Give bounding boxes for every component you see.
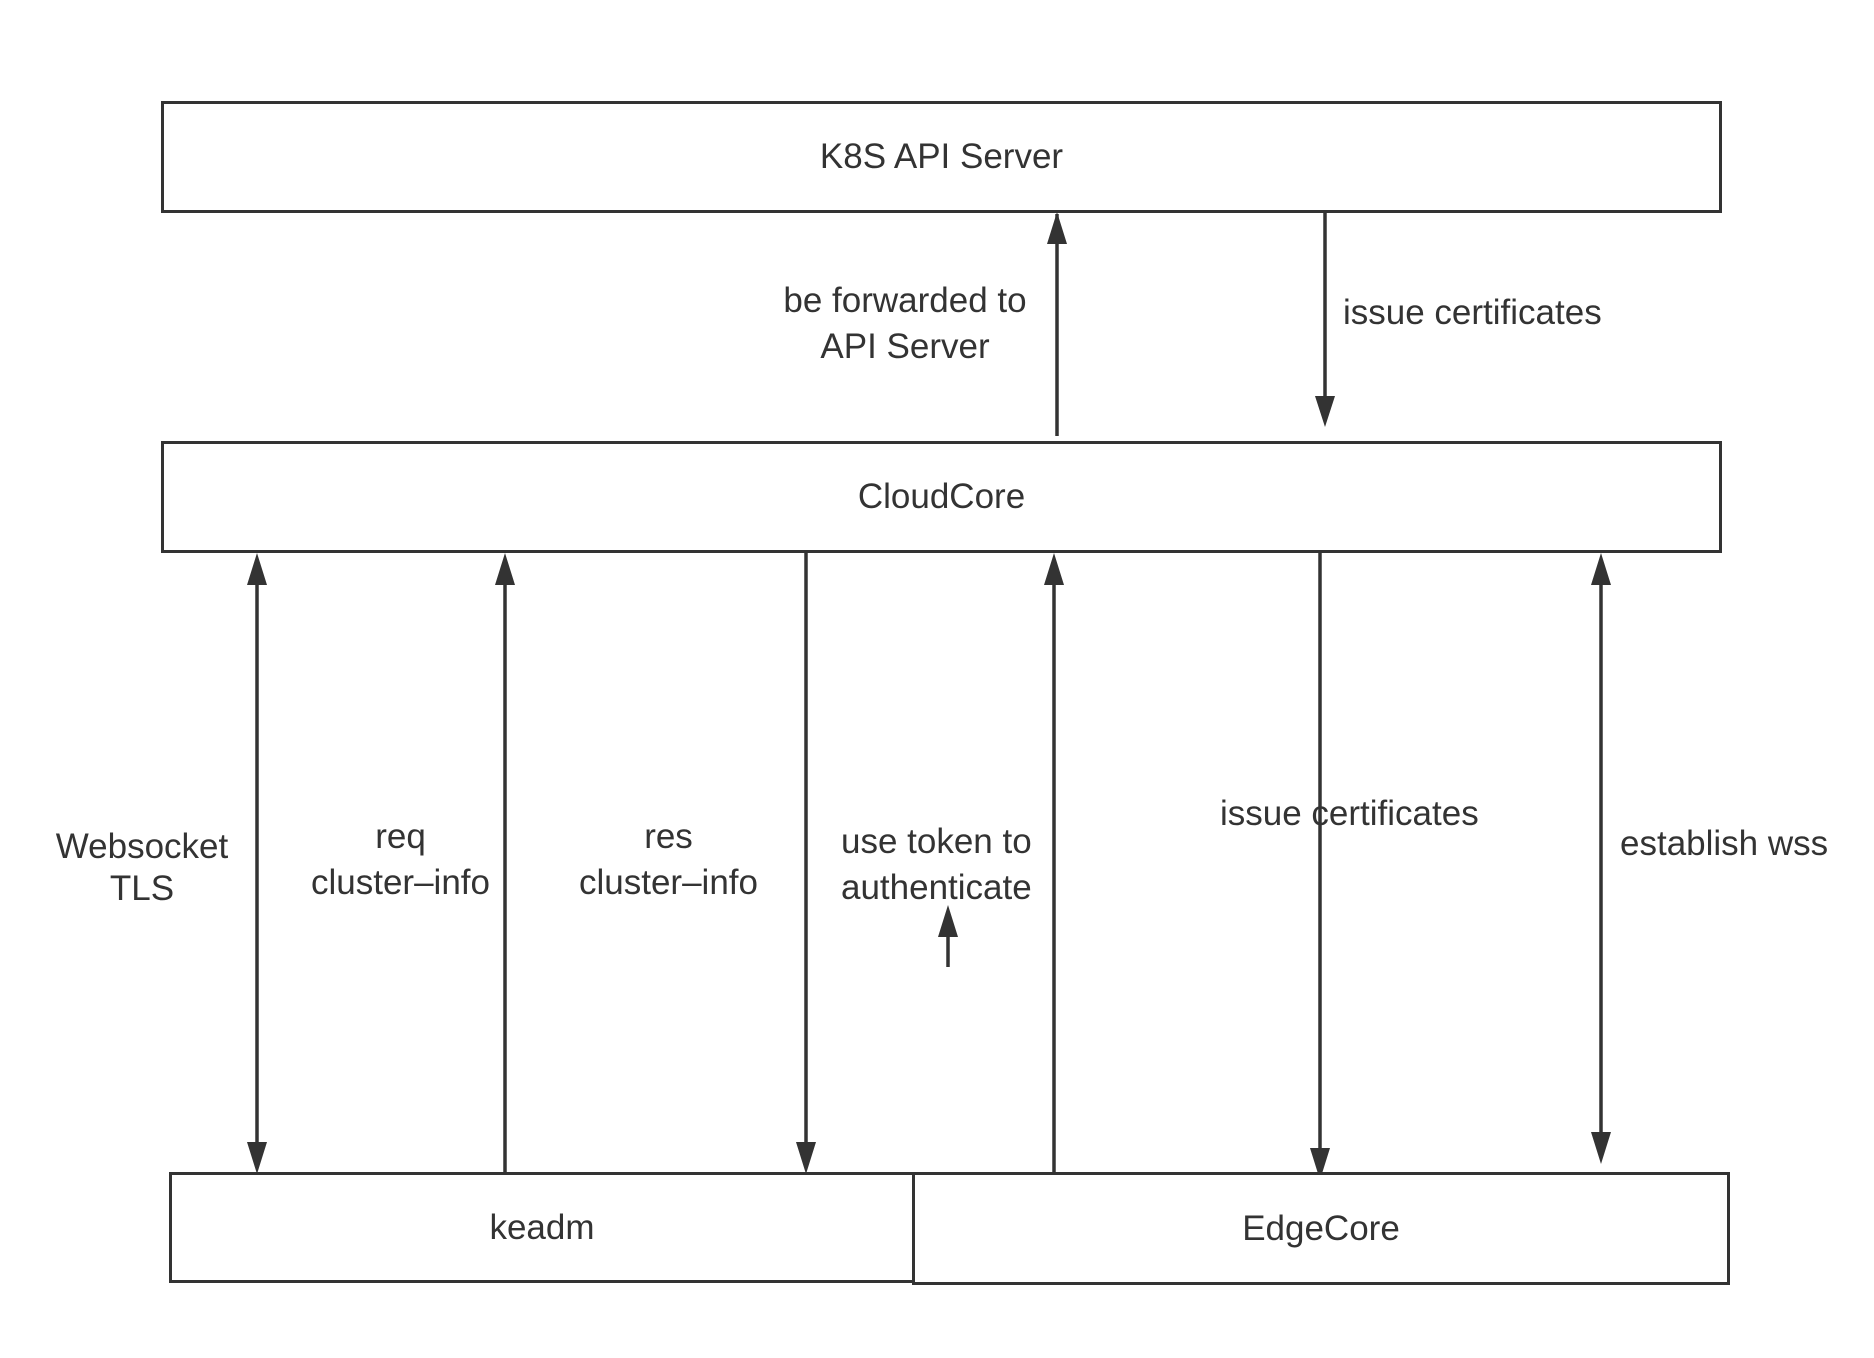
node-keadm-label: keadm — [489, 1207, 595, 1247]
label-issue-certificates-bottom: issue certificates — [1220, 794, 1479, 833]
label-establish-wss: establish wss — [1620, 824, 1829, 863]
arrowhead-res-cluster-info — [796, 1142, 816, 1174]
node-edgecore-label: EdgeCore — [1242, 1208, 1400, 1248]
node-k8s-api-server: K8S API Server — [161, 101, 1722, 213]
label-req-cluster-info: req cluster–info — [311, 817, 490, 902]
arrowhead-use-token — [1044, 553, 1064, 585]
label-websocket-tls: Websocket TLS — [55, 827, 229, 908]
label-issue-certificates-top: issue certificates — [1343, 293, 1602, 332]
node-cloudcore: CloudCore — [161, 441, 1722, 553]
node-keadm: keadm — [169, 1172, 915, 1283]
arrowhead-issue-certs-bottom — [1310, 1148, 1330, 1180]
arrowhead-forward-to-api — [1047, 212, 1067, 244]
label-be-forwarded: be forwarded to API Server — [783, 281, 1027, 366]
node-edgecore: EdgeCore — [912, 1172, 1730, 1285]
arrowhead-small-stub — [938, 905, 958, 937]
arrowhead-issue-certs-top — [1315, 396, 1335, 427]
arrowhead-req-cluster-info — [495, 553, 515, 585]
label-res-cluster-info: res cluster–info — [579, 817, 758, 902]
node-cloudcore-label: CloudCore — [857, 477, 1026, 516]
node-k8s-api-server-label: K8S API Server — [819, 137, 1064, 176]
arrowhead-websocket-down — [247, 1142, 267, 1174]
arrowhead-wss-up — [1591, 553, 1611, 585]
label-use-token: use token to authenticate — [841, 822, 1032, 907]
arrowhead-wss-down — [1591, 1132, 1611, 1164]
arrowhead-websocket-up — [247, 553, 267, 585]
